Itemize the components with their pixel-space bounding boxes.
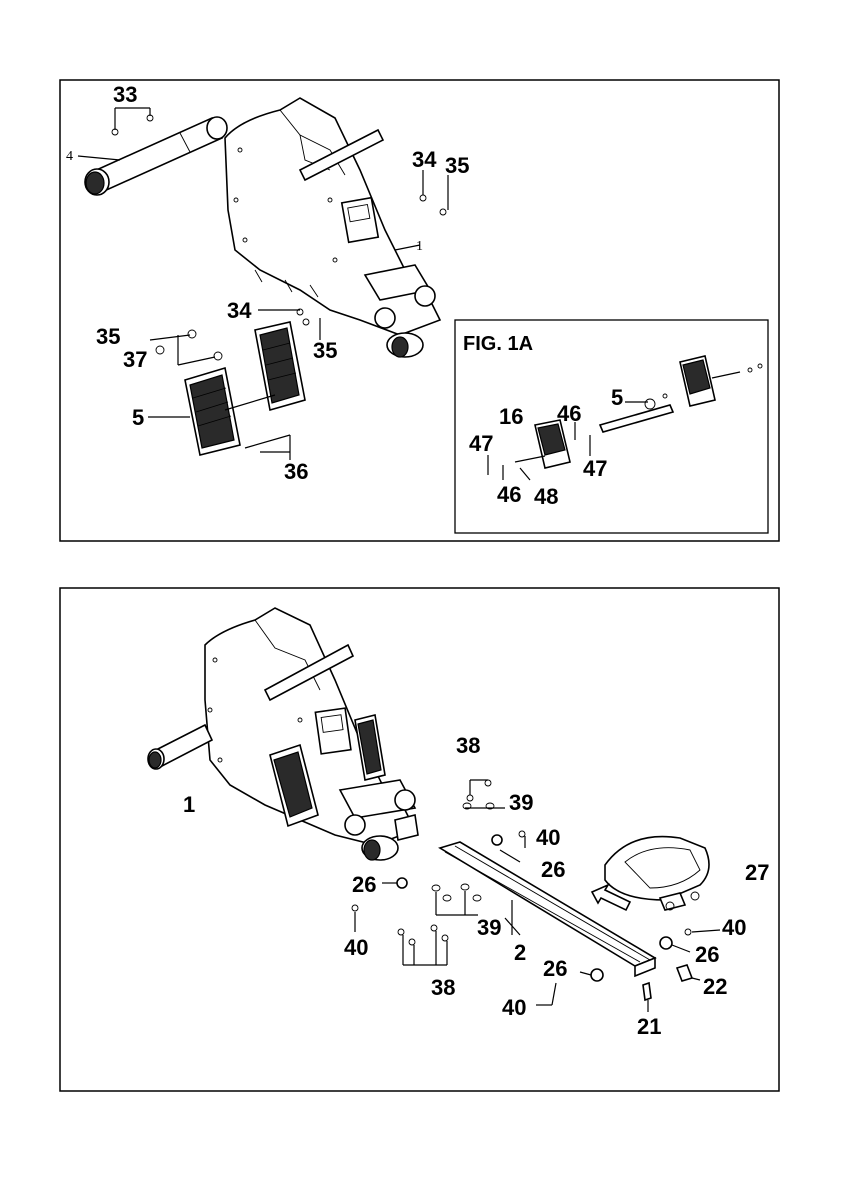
fig-1a-title: FIG. 1A	[463, 333, 533, 355]
label-38-upper: 38	[456, 733, 480, 758]
label-33: 33	[113, 82, 137, 107]
bottom-panel: 1 38 39 40 26 27 26 40 39 2 40 26 38 26 …	[60, 588, 779, 1091]
label-27: 27	[745, 860, 769, 885]
label-40-upper: 40	[536, 825, 560, 850]
label-35-left: 35	[96, 324, 120, 349]
main-frame-drawing	[225, 98, 440, 357]
label-40-right: 40	[722, 915, 746, 940]
label-38-lower: 38	[431, 975, 455, 1000]
label-37: 37	[123, 347, 147, 372]
label-26-upper: 26	[541, 857, 565, 882]
top-panel: 33 4 34 35 1 34 35 35 37 5 36 FIG. 1A 5 …	[60, 80, 779, 541]
label-40-left: 40	[344, 935, 368, 960]
inset-label-5: 5	[611, 385, 623, 410]
inset-label-48: 48	[534, 484, 558, 509]
pedals-drawing	[148, 322, 305, 460]
label-1-top: 1	[416, 239, 423, 254]
label-4: 4	[66, 149, 73, 164]
label-36: 36	[284, 459, 308, 484]
label-5-top: 5	[132, 405, 144, 430]
label-1-bottom: 1	[183, 792, 195, 817]
label-39-lower: 39	[477, 915, 501, 940]
label-2: 2	[514, 940, 526, 965]
inset-label-46-upper: 46	[557, 401, 581, 426]
label-39-upper: 39	[509, 790, 533, 815]
label-21: 21	[637, 1014, 661, 1039]
label-40-lower: 40	[502, 995, 526, 1020]
inset-label-16: 16	[499, 404, 523, 429]
label-35-upper: 35	[445, 153, 469, 178]
label-34-upper: 34	[412, 147, 437, 172]
label-26-lower: 26	[543, 956, 567, 981]
inset-label-47-right: 47	[583, 456, 607, 481]
rear-stabilizer-drawing	[85, 117, 227, 195]
label-26-right: 26	[695, 942, 719, 967]
label-22: 22	[703, 974, 727, 999]
inset-label-47-left: 47	[469, 431, 493, 456]
label-26-left: 26	[352, 872, 376, 897]
inset-label-46-lower: 46	[497, 482, 521, 507]
label-35-lower: 35	[313, 338, 337, 363]
assembled-frame-drawing	[148, 608, 418, 860]
label-34-lower: 34	[227, 298, 252, 323]
